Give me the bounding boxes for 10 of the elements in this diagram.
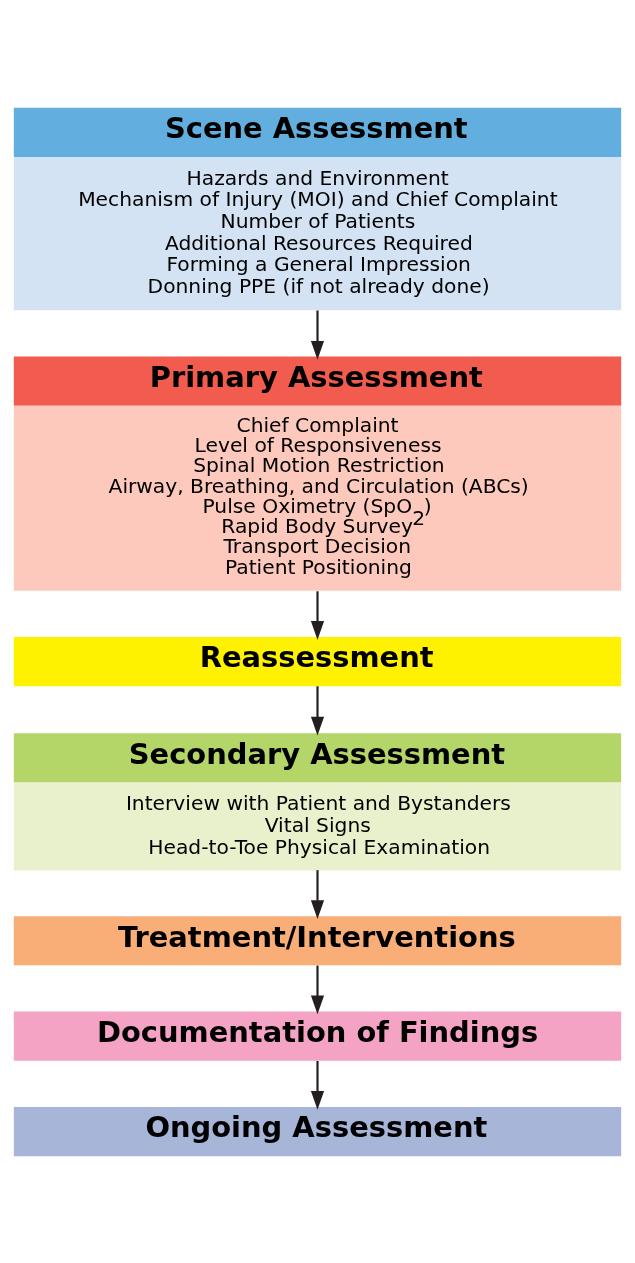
arrow xyxy=(310,685,325,735)
node-box: Reassessment xyxy=(13,636,622,686)
node-box: Documentation of Findings xyxy=(13,1011,622,1061)
arrow xyxy=(310,869,325,919)
node-box: Treatment/Interventions xyxy=(13,915,622,965)
arrow xyxy=(310,590,325,640)
node-box: Ongoing Assessment xyxy=(13,1106,622,1156)
arrow xyxy=(310,310,325,360)
arrow xyxy=(310,1060,325,1110)
arrow xyxy=(310,965,325,1014)
